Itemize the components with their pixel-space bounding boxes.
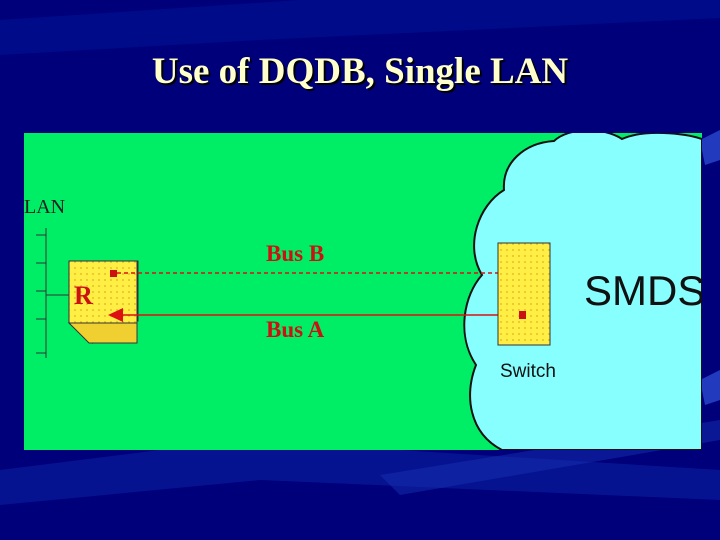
bus-b-origin-marker: [110, 270, 117, 277]
lan-label: LAN: [24, 196, 65, 218]
bus-a-origin-marker: [519, 311, 526, 319]
switch-label: Switch: [500, 361, 556, 382]
bus-b-label: Bus B: [266, 241, 324, 266]
bus-a-arrowhead: [108, 308, 123, 322]
bus-a-label: Bus A: [266, 317, 325, 342]
router-box: [67, 260, 139, 345]
router-label: R: [74, 281, 93, 310]
smds-cloud: [463, 133, 702, 450]
dqdb-diagram: LAN R Bus B Bus A Switch SMDS: [24, 133, 702, 450]
lan-station-ticks: [36, 234, 46, 354]
smds-label: SMDS: [584, 267, 702, 314]
switch-box: [497, 242, 551, 346]
slide-title: Use of DQDB, Single LAN: [151, 51, 569, 92]
